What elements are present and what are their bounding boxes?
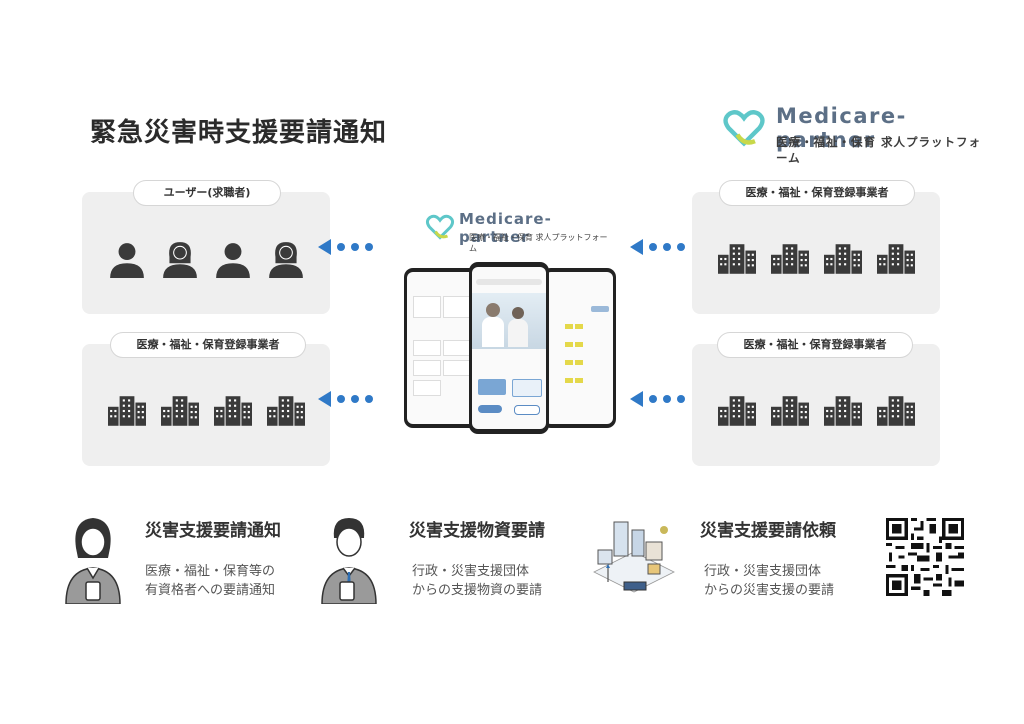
users-label: ユーザー(求職者) xyxy=(133,180,281,206)
providers-panel-bottom-left xyxy=(82,344,330,466)
user-icon xyxy=(267,240,305,278)
feature-title-support-request: 災害支援要請依頼 xyxy=(700,521,836,541)
feature-desc-line1: 行政・災害支援団体 xyxy=(704,564,822,579)
providers-label-bottom-right: 医療・福祉・保育登録事業者 xyxy=(717,332,913,358)
users-panel xyxy=(82,192,330,314)
brand-tagline: 医療・福祉・保育 求人プラットフォーム xyxy=(776,135,982,165)
feature-desc-line1: 医療・福祉・保育等の xyxy=(145,564,276,579)
providers-label-bottom-left: 医療・福祉・保育登録事業者 xyxy=(110,332,306,358)
page-title: 緊急災害時支援要請通知 xyxy=(90,118,388,148)
building-icon xyxy=(108,396,146,426)
building-icon xyxy=(718,244,756,274)
brand-name: Medicare-partner xyxy=(776,104,907,152)
feature-title-request-notice: 災害支援要請通知 xyxy=(145,521,281,541)
user-icon xyxy=(214,240,252,278)
arrow-to-users xyxy=(318,239,373,255)
arrow-from-providers-bottom-right xyxy=(630,391,685,407)
qr-code-icon[interactable] xyxy=(886,518,964,596)
arrow-to-providers-left xyxy=(318,391,373,407)
building-icon xyxy=(824,244,862,274)
building-icon xyxy=(267,396,305,426)
feature-desc-line2: 有資格者への要請通知 xyxy=(145,583,276,598)
building-icon xyxy=(771,244,809,274)
building-icon xyxy=(824,396,862,426)
man-with-phone-icon xyxy=(321,518,377,604)
brand-name-small: Medicare-partner xyxy=(459,210,552,246)
brand-logo-small: Medicare-partner 医療・福祉・保育 求人プラットフォーム xyxy=(425,210,615,253)
feature-desc-line2: からの災害支援の要請 xyxy=(704,583,835,598)
feature-desc-line1: 行政・災害支援団体 xyxy=(412,564,530,579)
brand-tagline-small: 医療・福祉・保育 求人プラットフォーム xyxy=(469,233,608,253)
building-icon xyxy=(771,396,809,426)
user-icon xyxy=(161,240,199,278)
feature-title-supply-request: 災害支援物資要請 xyxy=(409,521,545,541)
brand-heart-icon xyxy=(425,212,455,242)
building-icon xyxy=(718,396,756,426)
disaster-city-icon xyxy=(593,521,675,593)
user-icon xyxy=(108,240,146,278)
providers-panel-top-right xyxy=(692,192,940,314)
building-icon xyxy=(214,396,252,426)
building-icon xyxy=(161,396,199,426)
woman-with-phone-icon xyxy=(65,518,121,604)
feature-desc-line2: からの支援物資の要請 xyxy=(412,583,543,598)
building-icon xyxy=(877,396,915,426)
phone-mockup-center xyxy=(469,262,549,434)
brand-logo: Medicare-partner 医療・福祉・保育 求人プラットフォーム xyxy=(722,104,992,165)
phone-mockup-left xyxy=(404,268,478,428)
arrow-from-providers-top-right xyxy=(630,239,685,255)
providers-label-top-right: 医療・福祉・保育登録事業者 xyxy=(719,180,915,206)
providers-panel-bottom-right xyxy=(692,344,940,466)
phone-mockup-right xyxy=(542,268,616,428)
brand-heart-icon xyxy=(722,106,766,150)
building-icon xyxy=(877,244,915,274)
